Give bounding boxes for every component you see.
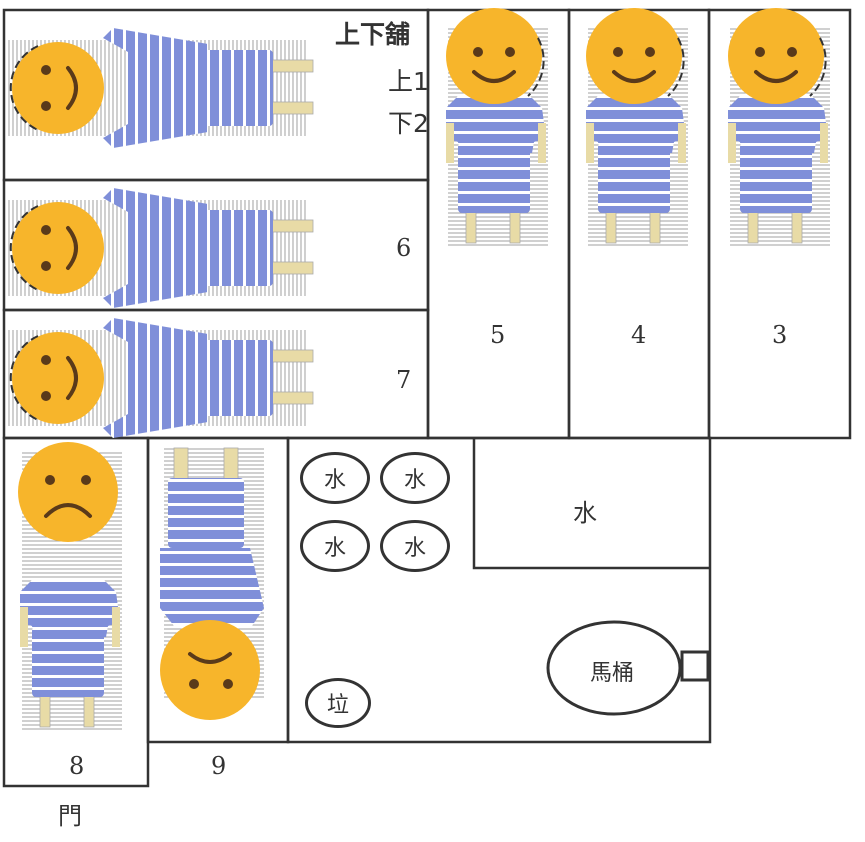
person-bunk bbox=[6, 26, 315, 150]
water-bucket-2: 水 bbox=[380, 452, 450, 504]
bunk-lower-label: 下2 bbox=[388, 109, 429, 138]
water-area-label: 水 bbox=[573, 499, 597, 527]
person-8-sad bbox=[18, 442, 122, 732]
bed-label-4: 4 bbox=[631, 321, 647, 349]
door-label: 門 bbox=[58, 802, 82, 830]
toilet-icon bbox=[546, 620, 710, 716]
person-3 bbox=[726, 6, 832, 250]
bunk-title: 上下舖 bbox=[335, 20, 411, 49]
room-walls bbox=[2, 8, 852, 788]
bed-label-9: 9 bbox=[211, 752, 227, 780]
water-bucket-4: 水 bbox=[380, 520, 450, 572]
person-9-inverted bbox=[160, 447, 264, 720]
bathroom-area bbox=[286, 436, 712, 744]
bed-label-5: 5 bbox=[490, 321, 506, 349]
bed-label-3: 3 bbox=[772, 321, 788, 349]
bed-label-6: 6 bbox=[396, 234, 412, 262]
person-5 bbox=[444, 6, 550, 250]
bunk-upper-label: 上1 bbox=[388, 67, 429, 96]
water-bucket-3: 水 bbox=[300, 520, 370, 572]
bed-label-8: 8 bbox=[69, 752, 85, 780]
person-7 bbox=[6, 316, 315, 440]
water-tank bbox=[472, 438, 710, 570]
toilet-label: 馬桶 bbox=[590, 661, 635, 686]
person-6 bbox=[6, 186, 315, 310]
water-bucket-1: 水 bbox=[300, 452, 370, 504]
bed-label-7: 7 bbox=[396, 366, 412, 394]
person-4 bbox=[584, 6, 690, 250]
trash-bin: 垃 bbox=[305, 678, 371, 728]
